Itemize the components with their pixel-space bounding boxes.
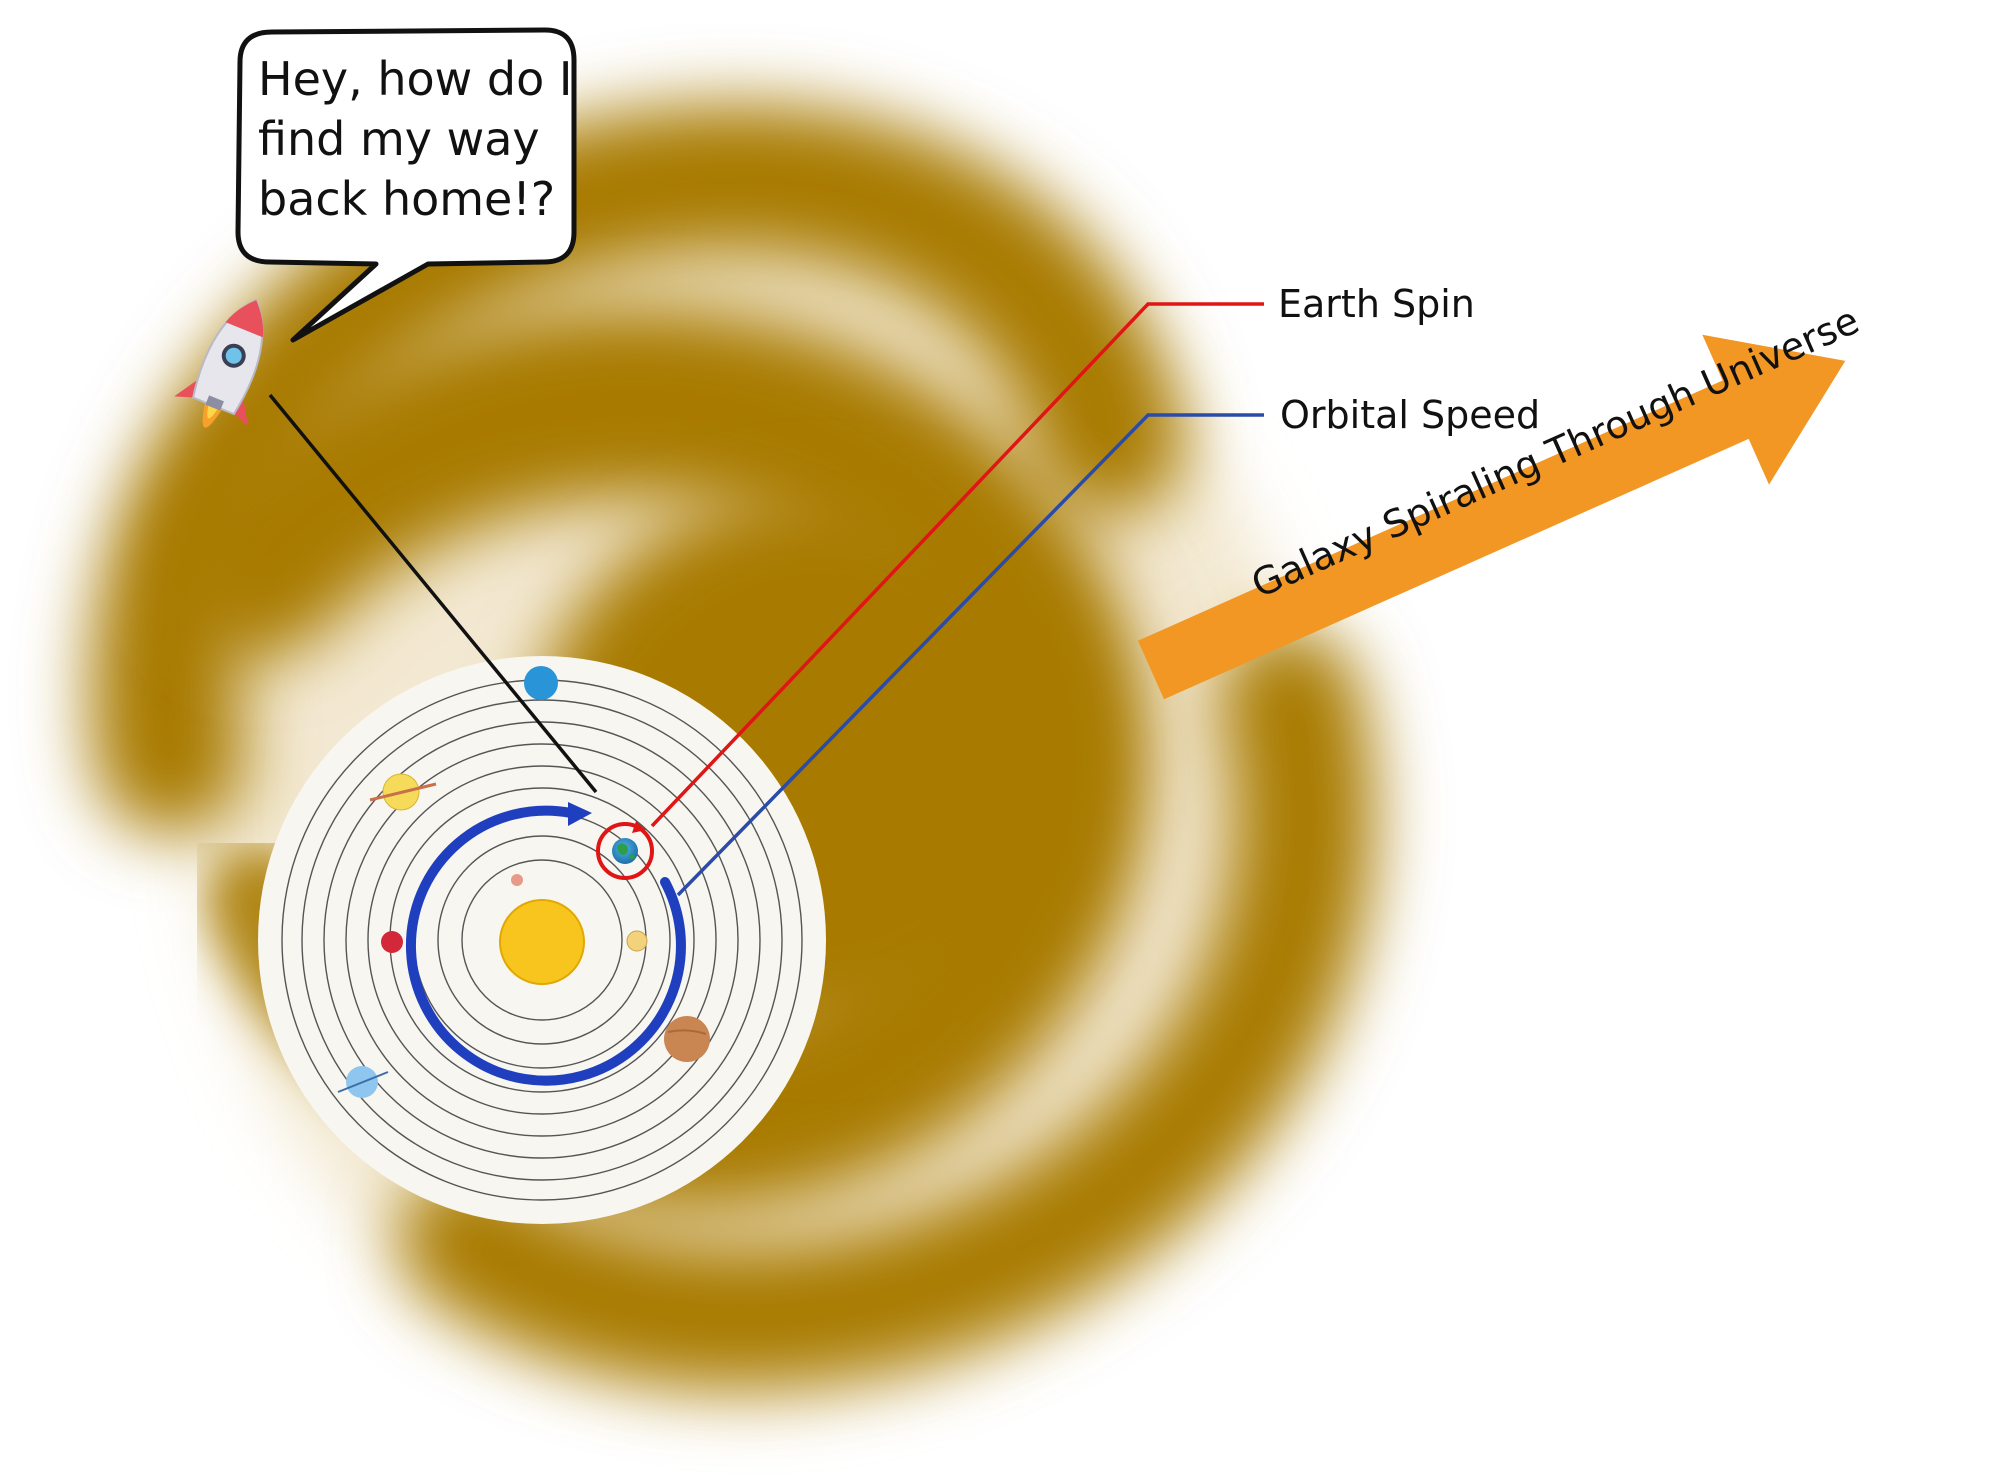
speech-line-1: Hey, how do I — [258, 52, 572, 106]
saturn-icon — [369, 773, 437, 811]
speech-line-2: find my way — [258, 112, 540, 166]
venus-icon — [626, 930, 648, 952]
earth-spin-pointer — [650, 302, 1264, 828]
jupiter-icon — [664, 1016, 710, 1062]
earth-icon — [612, 838, 638, 864]
orbital-speed-label: Orbital Speed — [1280, 393, 1540, 437]
rocket-pointer — [268, 393, 598, 794]
earth-spin-ring — [596, 822, 654, 880]
sun-icon — [499, 899, 585, 985]
mars-icon — [381, 931, 403, 953]
uranus-icon — [337, 1066, 389, 1098]
earth-spin-label: Earth Spin — [1278, 282, 1475, 326]
mercury-icon — [511, 874, 523, 886]
speech-line-3: back home!? — [258, 172, 555, 226]
orbital-speed-pointer — [676, 413, 1264, 897]
neptune-icon — [524, 666, 558, 700]
earth-spin-arrowhead — [632, 821, 646, 833]
solar-system — [258, 656, 826, 1224]
orbit-direction-arrow — [405, 802, 686, 1086]
speech-bubble: Hey, how do I find my way back home!? — [235, 27, 577, 343]
rocket-icon — [174, 298, 264, 428]
